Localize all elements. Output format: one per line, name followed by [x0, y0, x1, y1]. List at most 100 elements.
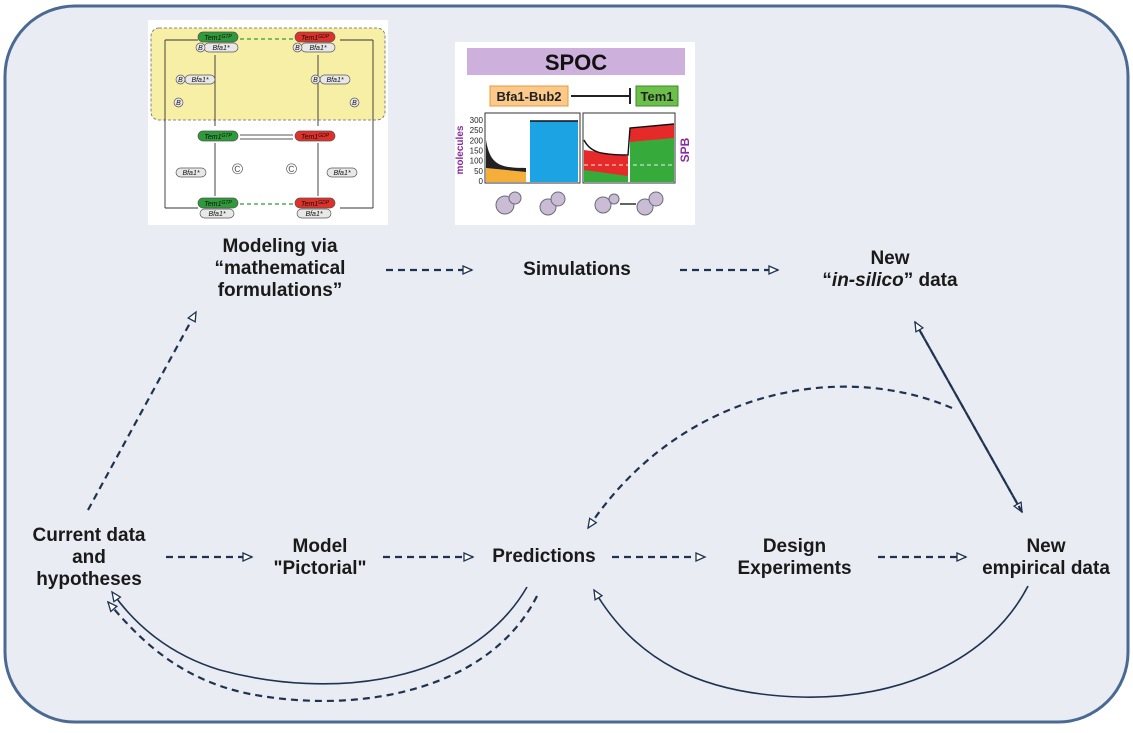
node-modeling: Modeling via “mathematical formulations” — [185, 236, 375, 302]
current-line-1: Current data — [32, 525, 146, 546]
predictions-label: Predictions — [492, 546, 596, 567]
modeling-line-3: formulations” — [217, 280, 343, 301]
model-line-2: "Pictorial" — [273, 558, 367, 579]
design-line-2: Experiments — [737, 558, 852, 579]
svg-text:Bfa1*: Bfa1* — [305, 211, 322, 218]
model-line-1: Model — [292, 536, 348, 557]
insilico-tail: ” data — [903, 270, 958, 291]
empirical-line-2: empirical data — [982, 558, 1110, 579]
node-model-pictorial: Model "Pictorial" — [258, 536, 382, 580]
svg-text:Bfa1*: Bfa1* — [182, 170, 199, 177]
arrow-empirical-to-insilico — [914, 320, 1023, 513]
insilico-open-quote: “ — [822, 270, 832, 291]
b-side-right: B — [310, 74, 321, 85]
svg-text:Tem1GTP: Tem1GTP — [204, 200, 232, 208]
svg-text:Tem1GDP: Tem1GDP — [301, 200, 330, 208]
svg-text:B: B — [176, 100, 181, 107]
spoc-simulation-figure: SPOC Bfa1-Bub2 Tem1 molecules 3002502001… — [455, 42, 695, 225]
tem1-box — [635, 85, 679, 107]
tem1-gdp-bottom: Tem1GDP — [294, 197, 336, 209]
bfa1-side-left: Bfa1* — [184, 74, 216, 85]
insilico-line-2: “in-silico” data — [790, 270, 990, 292]
modeling-line-1: Modeling via — [222, 236, 338, 257]
bfa1-side-right: Bfa1* — [319, 74, 351, 85]
empirical-line-1: New — [1026, 536, 1066, 557]
design-line-1: Design — [762, 536, 827, 557]
bfa-bub2-box — [489, 85, 569, 107]
bfa1-bottom-left: Bfa1* — [199, 208, 235, 219]
y-tick-200: 200 — [470, 136, 484, 145]
svg-text:Bfa1*: Bfa1* — [309, 45, 326, 52]
tem1-gdp-middle: Tem1GDP — [294, 130, 336, 142]
inhibition-line — [571, 88, 631, 104]
current-line-3: hypotheses — [36, 569, 142, 590]
node-insilico: New “in-silico” data — [790, 248, 990, 292]
simulations-label: Simulations — [523, 259, 631, 280]
spoc-title: SPOC — [545, 50, 607, 75]
c-symbol-left: © — [232, 161, 243, 178]
tem1-gtp-bottom: Tem1GTP — [197, 197, 239, 209]
y-tick-50: 50 — [474, 167, 483, 176]
c-symbol-right: © — [286, 161, 297, 178]
b-top-right: B — [292, 42, 303, 53]
tem1-gdp-top: Tem1GDP — [294, 31, 336, 43]
node-simulations: Simulations — [482, 259, 672, 281]
solid-curves — [111, 585, 1029, 698]
y-tick-150: 150 — [470, 147, 484, 156]
node-empirical-data: New empirical data — [968, 536, 1124, 580]
insilico-word: in-silico — [831, 270, 904, 291]
reaction-network-figure: Tem1GTP Tem1GDP Bfa1* B Bfa1* B Bfa1* B B Bfa1* B B… — [148, 20, 388, 225]
cell-icons — [495, 191, 664, 216]
svg-text:Bfa1*: Bfa1* — [326, 77, 343, 84]
bfa1-bottom-right: Bfa1* — [296, 208, 332, 219]
node-predictions: Predictions — [478, 546, 610, 568]
arrow-current-to-modeling — [87, 310, 197, 511]
bfa1-free-left: Bfa1* — [175, 167, 207, 178]
arrow-empirical-to-predictions-solid — [593, 585, 1029, 698]
arrow-predictions-to-current-solid — [111, 586, 528, 685]
tem1-gtp-middle: Tem1GTP — [197, 130, 239, 142]
arrow-empirical-to-predictions-curve — [587, 385, 953, 530]
bfa1-free-right: Bfa1* — [326, 167, 358, 178]
y-tick-300: 300 — [470, 116, 484, 125]
flow-arrows — [87, 264, 1023, 703]
svg-text:Tem1GDP: Tem1GDP — [301, 133, 330, 141]
svg-text:Bfa1*: Bfa1* — [212, 45, 229, 52]
svg-text:B: B — [313, 77, 318, 84]
svg-text:Bfa1*: Bfa1* — [191, 77, 208, 84]
svg-text:B: B — [198, 45, 203, 52]
b-bottom-right: B — [349, 97, 360, 108]
svg-text:B: B — [295, 45, 300, 52]
b-top-left: B — [195, 42, 206, 53]
spoc-title-bar — [467, 48, 685, 75]
svg-text:B: B — [352, 100, 357, 107]
tem1-label: Tem1 — [641, 89, 674, 104]
svg-text:Bfa1*: Bfa1* — [208, 211, 225, 218]
y-tick-100: 100 — [470, 157, 484, 166]
node-design-experiments: Design Experiments — [712, 536, 877, 580]
bfa1-top-right: Bfa1* — [300, 42, 336, 53]
current-line-2: and — [72, 547, 106, 568]
simulation-panel-left — [484, 112, 581, 184]
b-bottom-left: B — [173, 97, 184, 108]
molecules-axis-label: molecules — [455, 125, 466, 174]
y-tick-250: 250 — [470, 126, 484, 135]
bfa1-top-left: Bfa1* — [203, 42, 239, 53]
node-current-data: Current data and hypotheses — [8, 525, 170, 591]
svg-text:Tem1GTP: Tem1GTP — [204, 133, 232, 141]
svg-text:Tem1GDP: Tem1GDP — [301, 34, 330, 42]
spb-axis-label: SPB — [678, 137, 692, 162]
svg-text:Bfa1*: Bfa1* — [333, 170, 350, 177]
modeling-line-2: “mathematical — [214, 258, 346, 279]
y-tick-0: 0 — [479, 177, 484, 186]
svg-text:Tem1GTP: Tem1GTP — [204, 34, 232, 42]
tem1-gtp-top: Tem1GTP — [197, 31, 239, 43]
svg-text:B: B — [178, 77, 183, 84]
simulation-panel-right — [582, 112, 676, 184]
feedback-region — [150, 27, 386, 121]
b-side-left: B — [175, 74, 186, 85]
insilico-line-1: New — [870, 248, 910, 269]
